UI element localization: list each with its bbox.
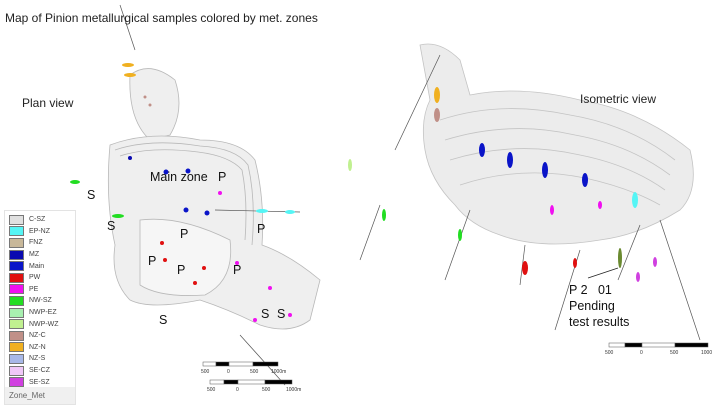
scale-label: 500: [207, 387, 216, 393]
scale-label: 500: [201, 369, 210, 375]
plan-scale-bar-2: [209, 379, 293, 385]
legend-item: NZ-S: [9, 353, 75, 365]
pending-line1: Pending: [569, 299, 615, 313]
legend-item: C-SZ: [9, 214, 75, 226]
legend-swatch: [9, 295, 24, 306]
scale-label: 0: [227, 369, 230, 375]
zone-label-p: P: [177, 263, 186, 277]
legend-item: NZ-N: [9, 342, 75, 354]
legend-swatch: [9, 377, 24, 388]
legend-label: MZ: [29, 251, 40, 259]
legend-swatch: [9, 261, 24, 272]
legend-swatch: [9, 319, 24, 330]
legend-item: NZ-C: [9, 330, 75, 342]
pending-hole-id: P 2 01: [569, 283, 612, 297]
legend-swatch: [9, 330, 24, 341]
legend-label: C-SZ: [29, 216, 46, 224]
legend-item: Main: [9, 260, 75, 272]
legend-item: NWP-WZ: [9, 318, 75, 330]
legend-item: PW: [9, 272, 75, 284]
legend-label: NZ-C: [29, 332, 46, 340]
legend-item: FNZ: [9, 237, 75, 249]
scale-label: 1000m: [286, 387, 302, 393]
legend-swatch: [9, 272, 24, 283]
legend-label: NW-SZ: [29, 297, 52, 305]
plan-view-pit: [107, 68, 321, 330]
zone-label-p: P: [233, 263, 242, 277]
iso-scale-bar: [608, 342, 709, 348]
scale-label: 0: [640, 350, 643, 356]
legend-swatch: [9, 249, 24, 260]
legend-label: SE-SZ: [29, 378, 50, 386]
plan-scale-bar-1: [202, 361, 279, 367]
legend-label: PE: [29, 285, 39, 293]
legend-swatch: [9, 214, 24, 225]
scale-label: 500: [670, 350, 679, 356]
legend-item: NWP-EZ: [9, 307, 75, 319]
legend-swatch: [9, 353, 24, 364]
scale-label: 500: [605, 350, 614, 356]
legend-label: FNZ: [29, 239, 43, 247]
legend-label: NZ-S: [29, 355, 46, 363]
legend-swatch: [9, 237, 24, 248]
scale-label: 500: [250, 369, 259, 375]
scale-label: 500: [262, 387, 271, 393]
iso-view-pit: [419, 43, 694, 245]
legend-label: NWP-WZ: [29, 320, 59, 328]
legend-label: EP-NZ: [29, 227, 50, 235]
legend-item: SE-SZ: [9, 376, 75, 388]
zone-label-s: S: [87, 188, 96, 202]
scale-label: 0: [236, 387, 239, 393]
pending-line2: test results: [569, 315, 630, 329]
plan-view-label: Plan view: [22, 96, 74, 110]
legend-item: MZ: [9, 249, 75, 261]
legend-swatch: [9, 342, 24, 353]
legend-swatch: [9, 284, 24, 295]
sample-points: [70, 63, 657, 322]
legend-item: SE-CZ: [9, 365, 75, 377]
legend-item: NW-SZ: [9, 295, 75, 307]
legend-swatch: [9, 365, 24, 376]
scale-label: 1000m: [271, 369, 287, 375]
scale-label: 1000: [701, 350, 713, 356]
zone-label-p: P: [180, 227, 189, 241]
legend-label: NWP-EZ: [29, 309, 57, 317]
map-title: Map of Pinion metallurgical samples colo…: [5, 11, 318, 25]
zone-label-s: S: [159, 313, 168, 327]
legend-label: PW: [29, 274, 41, 282]
iso-view-label: Isometric view: [580, 92, 657, 106]
legend-swatch: [9, 226, 24, 237]
legend-label: Main: [29, 262, 45, 270]
legend-label: NZ-N: [29, 343, 46, 351]
annotation-leader: [587, 267, 619, 279]
zone-label-s: S: [277, 307, 286, 321]
zone-label-s: S: [107, 219, 116, 233]
zone-label-p: P: [257, 222, 266, 236]
zone-label-p: P: [218, 170, 227, 184]
legend-item: EP-NZ: [9, 226, 75, 238]
legend-item: PE: [9, 284, 75, 296]
zone-label-s: S: [261, 307, 270, 321]
zone-label-p: P: [148, 254, 157, 268]
zone-label-main: Main zone: [150, 170, 208, 184]
legend-footer: Zone_Met: [5, 387, 75, 404]
legend-swatch: [9, 307, 24, 318]
legend-label: SE-CZ: [29, 367, 50, 375]
